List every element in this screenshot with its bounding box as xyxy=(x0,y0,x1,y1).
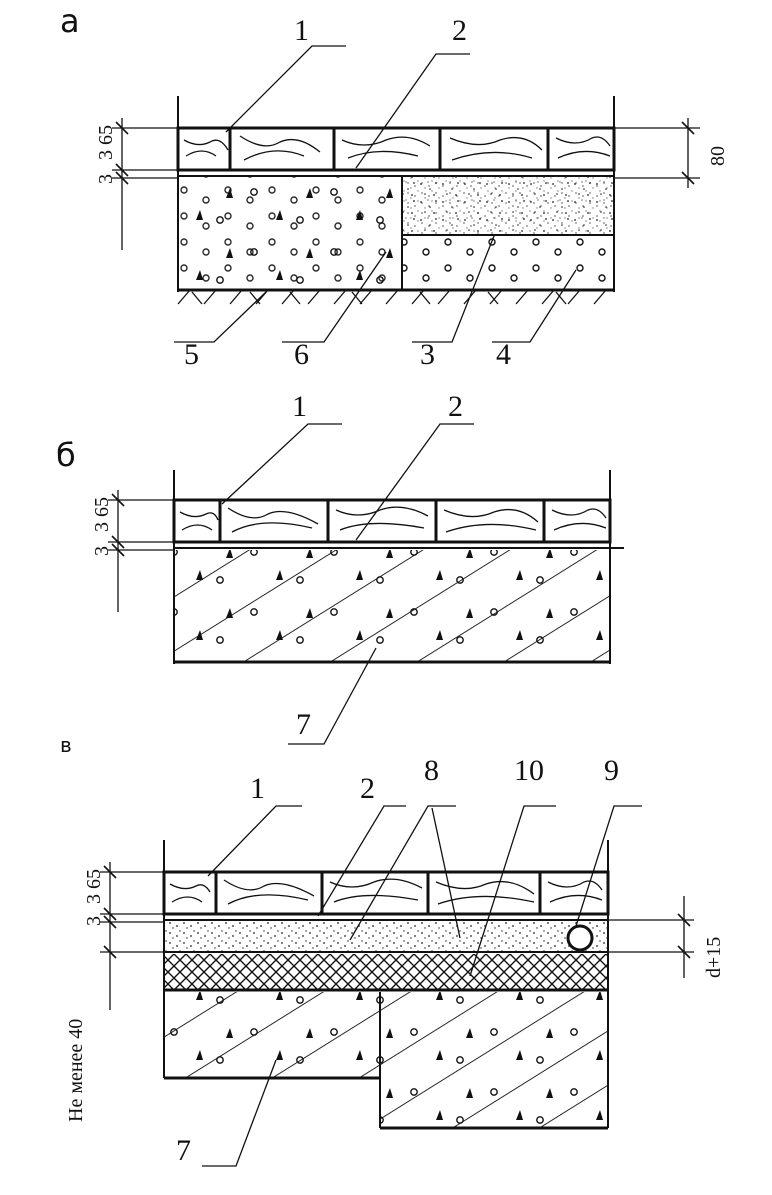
dimension-right-a xyxy=(614,118,700,188)
callout-c-10: 10 xyxy=(514,754,544,787)
panel-letter-c: в xyxy=(60,733,72,757)
panel-letter-a: а xyxy=(60,2,80,40)
panel-c-leaders xyxy=(202,805,642,1167)
panel-letter-b: б xyxy=(56,436,76,474)
dimension-right-c xyxy=(608,896,694,978)
panel-a-section: 3 65 3 80 1 2 5 6 3 4 xyxy=(95,14,729,371)
dim-b-gap: 3 xyxy=(91,546,113,556)
callout-a-2: 2 xyxy=(452,14,467,47)
panel-b-section: 3 65 3 1 2 7 xyxy=(91,390,624,745)
callout-b-2: 2 xyxy=(448,390,463,423)
callout-c-1: 1 xyxy=(250,772,265,805)
dim-b-top: 3 65 xyxy=(91,497,113,532)
callout-b-1: 1 xyxy=(292,390,307,423)
dimension-left-b xyxy=(108,490,174,612)
callout-a-5: 5 xyxy=(184,338,199,371)
callout-a-4: 4 xyxy=(496,338,511,371)
panel-c-section: 3 65 3 Не менее 40 d+15 1 2 8 10 9 7 xyxy=(65,754,725,1167)
dim-c-gap: 3 xyxy=(83,916,105,926)
panel-b-leaders xyxy=(221,423,474,745)
dim-a-top: 3 65 xyxy=(95,125,117,160)
callout-c-8: 8 xyxy=(424,754,439,787)
callout-a-3: 3 xyxy=(420,338,435,371)
callout-c-9: 9 xyxy=(604,754,619,787)
callout-c-2: 2 xyxy=(360,772,375,805)
ground-hatch xyxy=(177,289,607,305)
wood-board-row xyxy=(162,870,610,916)
callout-a-1: 1 xyxy=(294,14,309,47)
dim-c-layer: d+15 xyxy=(703,937,725,978)
dim-c-side: Не менее 40 xyxy=(65,1019,87,1122)
dim-c-top: 3 65 xyxy=(83,869,105,904)
panel-a-leaders xyxy=(174,45,577,343)
callout-b-7: 7 xyxy=(296,708,311,741)
wood-board-row xyxy=(172,498,612,544)
dimension-left-c xyxy=(100,862,164,1010)
callout-c-7: 7 xyxy=(176,1134,191,1167)
pipe-icon xyxy=(566,924,594,952)
dim-a-gap: 3 xyxy=(95,174,117,184)
callout-a-6: 6 xyxy=(294,338,309,371)
wood-board-row xyxy=(176,126,616,172)
dim-a-total: 80 xyxy=(707,146,729,166)
dimension-left-a xyxy=(112,118,178,250)
